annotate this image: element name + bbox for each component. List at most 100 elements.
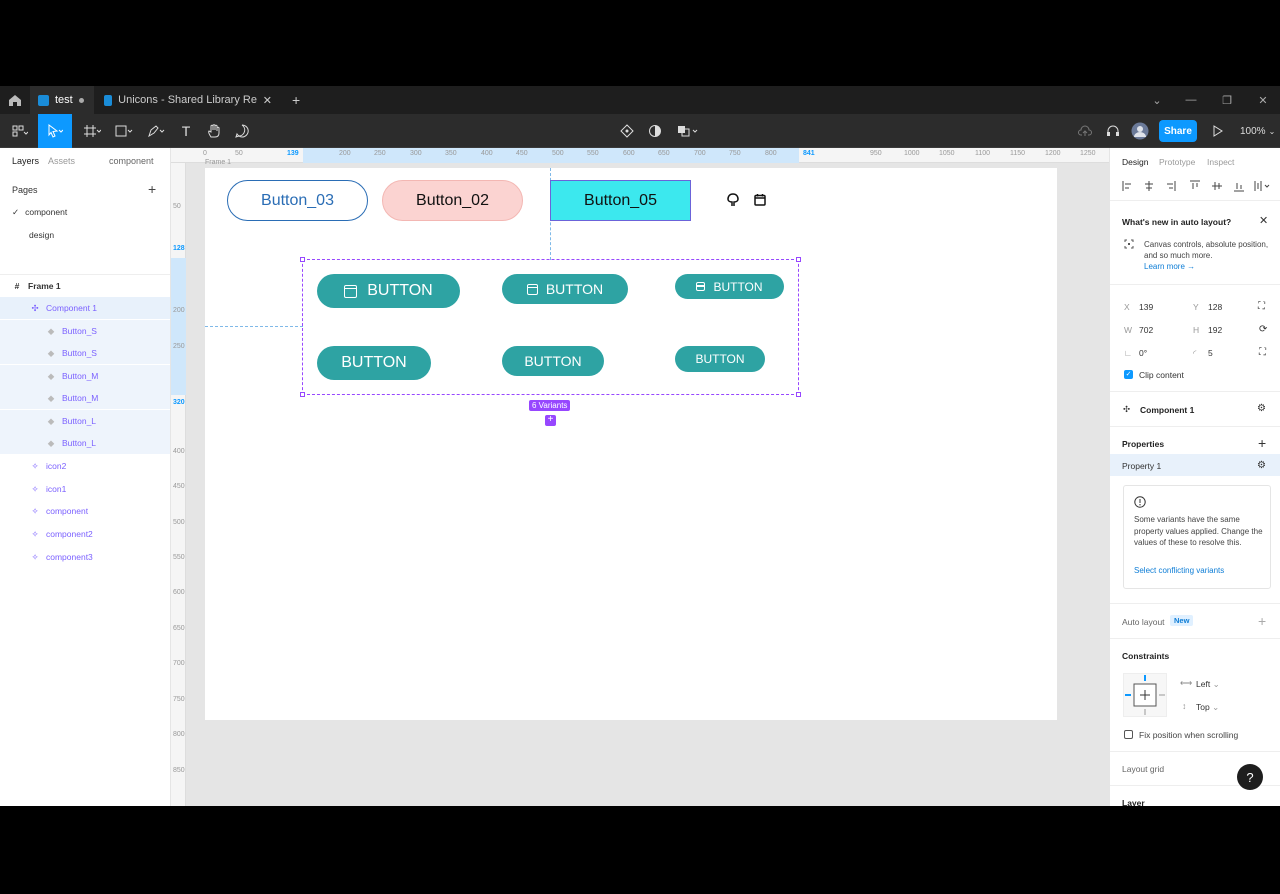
layer-button-l[interactable]: ◆Button_L — [0, 432, 170, 454]
layer-component-1[interactable]: ✣Component 1 — [0, 297, 170, 319]
adjust-icon[interactable]: ⚙ — [1257, 403, 1266, 414]
tab-design[interactable]: Design — [1122, 157, 1149, 167]
adjust-icon[interactable]: ⚙ — [1257, 460, 1266, 471]
warning-card: Some variants have the same property val… — [1123, 485, 1271, 589]
add-variant-button[interactable]: + — [545, 415, 556, 426]
chevron-down-icon[interactable]: ⌄ — [1152, 94, 1162, 107]
corner-radius-field[interactable]: 5 — [1208, 348, 1213, 358]
property-row[interactable] — [1110, 454, 1280, 476]
layer-component2[interactable]: ✧component2 — [31, 528, 93, 540]
hand-tool-icon[interactable] — [202, 114, 226, 148]
layer-component3[interactable]: ✧component3 — [31, 551, 93, 563]
pen-tool-icon[interactable] — [142, 114, 170, 148]
select-conflicting-link[interactable]: Select conflicting variants — [1134, 566, 1225, 575]
close-window-icon[interactable]: ✕ — [1258, 94, 1268, 107]
independent-corners-icon[interactable]: ⛶ — [1259, 347, 1266, 358]
resize-handle[interactable] — [796, 257, 801, 262]
layer-button-s[interactable]: ◆Button_S — [0, 320, 170, 342]
figma-file-icon — [104, 94, 113, 106]
layer-icon1[interactable]: ✧icon1 — [31, 483, 67, 495]
page-item-design[interactable]: design — [29, 230, 55, 240]
help-button[interactable]: ? — [1237, 764, 1263, 790]
vertical-constraint-icon: ↕ — [1182, 701, 1187, 711]
learn-more-link[interactable]: Learn more → — [1144, 262, 1196, 271]
canvas[interactable]: 0 50 139 200 250 300 350 400 450 500 550… — [171, 148, 1109, 806]
width-field[interactable]: 702 — [1139, 325, 1154, 335]
tree-icon[interactable] — [726, 193, 740, 208]
shape-tool-icon[interactable] — [110, 114, 138, 148]
title-bar: test Unicons - Shared Library Ready (Co.… — [0, 86, 1280, 114]
button-05[interactable]: Button_05 — [550, 180, 691, 221]
comment-tool-icon[interactable] — [230, 114, 254, 148]
frame-label[interactable]: Frame 1 — [205, 159, 232, 166]
rotation-field[interactable]: 0° — [1139, 348, 1148, 358]
frame-1[interactable] — [205, 168, 1057, 720]
tab-inspect[interactable]: Inspect — [1207, 157, 1235, 167]
fullscreen-icon[interactable]: ⛶ — [1258, 301, 1265, 312]
add-page-icon[interactable]: + — [148, 181, 157, 197]
constrain-proportions-icon[interactable]: ⟳ — [1259, 324, 1268, 335]
tab-unicons[interactable]: Unicons - Shared Library Ready (Co... ✕ — [96, 86, 280, 114]
cloud-upload-icon[interactable] — [1074, 114, 1096, 148]
present-icon[interactable] — [1208, 114, 1228, 148]
share-button[interactable]: Share — [1159, 120, 1197, 142]
maximize-icon[interactable]: ❐ — [1222, 94, 1232, 107]
button-02[interactable]: Button_02 — [382, 180, 523, 221]
calendar-icon[interactable] — [754, 193, 766, 206]
x-field[interactable]: 139 — [1139, 302, 1154, 312]
button-m-with-icon[interactable]: BUTTON — [502, 274, 628, 304]
add-property-icon[interactable]: + — [1258, 435, 1267, 451]
button-s-with-icon[interactable]: BUTTON — [675, 274, 784, 299]
page-item-component[interactable]: ✓component — [12, 207, 68, 217]
resize-handle[interactable] — [300, 257, 305, 262]
main-menu-icon[interactable] — [6, 114, 34, 148]
clip-content-checkbox[interactable]: ✓ — [1124, 370, 1133, 379]
button-l[interactable]: BUTTON — [317, 346, 431, 380]
page-dropdown[interactable]: component — [109, 156, 154, 166]
ruler-left: 50 128 200 250 320 400 450 500 550 600 6… — [171, 163, 186, 806]
layer-button-m[interactable]: ◆Button_M — [0, 365, 170, 387]
button-m[interactable]: BUTTON — [502, 346, 604, 376]
close-tab-icon[interactable]: ✕ — [262, 94, 272, 107]
resize-handle[interactable] — [300, 392, 305, 397]
move-tool-icon[interactable] — [38, 114, 72, 148]
y-field[interactable]: 128 — [1208, 302, 1223, 312]
layer-icon2[interactable]: ✧icon2 — [31, 460, 67, 472]
fix-position-checkbox[interactable] — [1124, 730, 1133, 739]
button-03[interactable]: Button_03 — [227, 180, 368, 221]
button-l-with-icon[interactable]: BUTTON — [317, 274, 460, 308]
layer-button-m[interactable]: ◆Button_M — [0, 387, 170, 409]
horizontal-constraint-dropdown[interactable]: Left ⌄ — [1196, 679, 1220, 689]
mask-icon[interactable] — [644, 114, 666, 148]
component-icon[interactable] — [616, 114, 638, 148]
close-icon[interactable]: ✕ — [1259, 215, 1269, 227]
vertical-constraint-dropdown[interactable]: Top ⌄ — [1196, 702, 1220, 712]
layer-button-s[interactable]: ◆Button_S — [0, 342, 170, 364]
constraints-widget[interactable] — [1123, 673, 1167, 717]
tab-test[interactable]: test — [30, 86, 94, 114]
resize-handle[interactable] — [796, 392, 801, 397]
headphones-icon[interactable] — [1102, 114, 1124, 148]
component-set-frame[interactable]: BUTTON BUTTON BUTTON BUTTON BUTTON BUTTO… — [302, 259, 799, 395]
avatar[interactable] — [1129, 114, 1151, 148]
variants-badge: 6 Variants — [529, 400, 571, 411]
property-label[interactable]: Property 1 — [1122, 461, 1162, 471]
layer-frame-1[interactable]: #Frame 1 — [0, 275, 170, 297]
height-field[interactable]: 192 — [1208, 325, 1223, 335]
new-tab-button[interactable]: + — [292, 92, 301, 108]
boolean-icon[interactable] — [674, 114, 702, 148]
tab-layers[interactable]: Layers — [12, 156, 40, 166]
text-tool-icon[interactable]: T — [181, 123, 191, 139]
add-auto-layout-icon[interactable]: + — [1258, 613, 1267, 629]
layer-button-l[interactable]: ◆Button_L — [0, 410, 170, 432]
layer-component[interactable]: ✧component — [31, 505, 89, 517]
minimize-icon[interactable]: — — [1185, 94, 1197, 106]
zoom-dropdown[interactable]: 100%⌄ — [1240, 125, 1276, 137]
tab-assets[interactable]: Assets — [48, 156, 76, 166]
align-toolbar[interactable] — [1120, 179, 1276, 193]
frame-tool-icon[interactable] — [78, 114, 106, 148]
tab-prototype[interactable]: Prototype — [1159, 157, 1196, 167]
home-icon[interactable] — [6, 92, 24, 108]
button-s[interactable]: BUTTON — [675, 346, 765, 372]
figma-file-icon — [38, 94, 49, 106]
